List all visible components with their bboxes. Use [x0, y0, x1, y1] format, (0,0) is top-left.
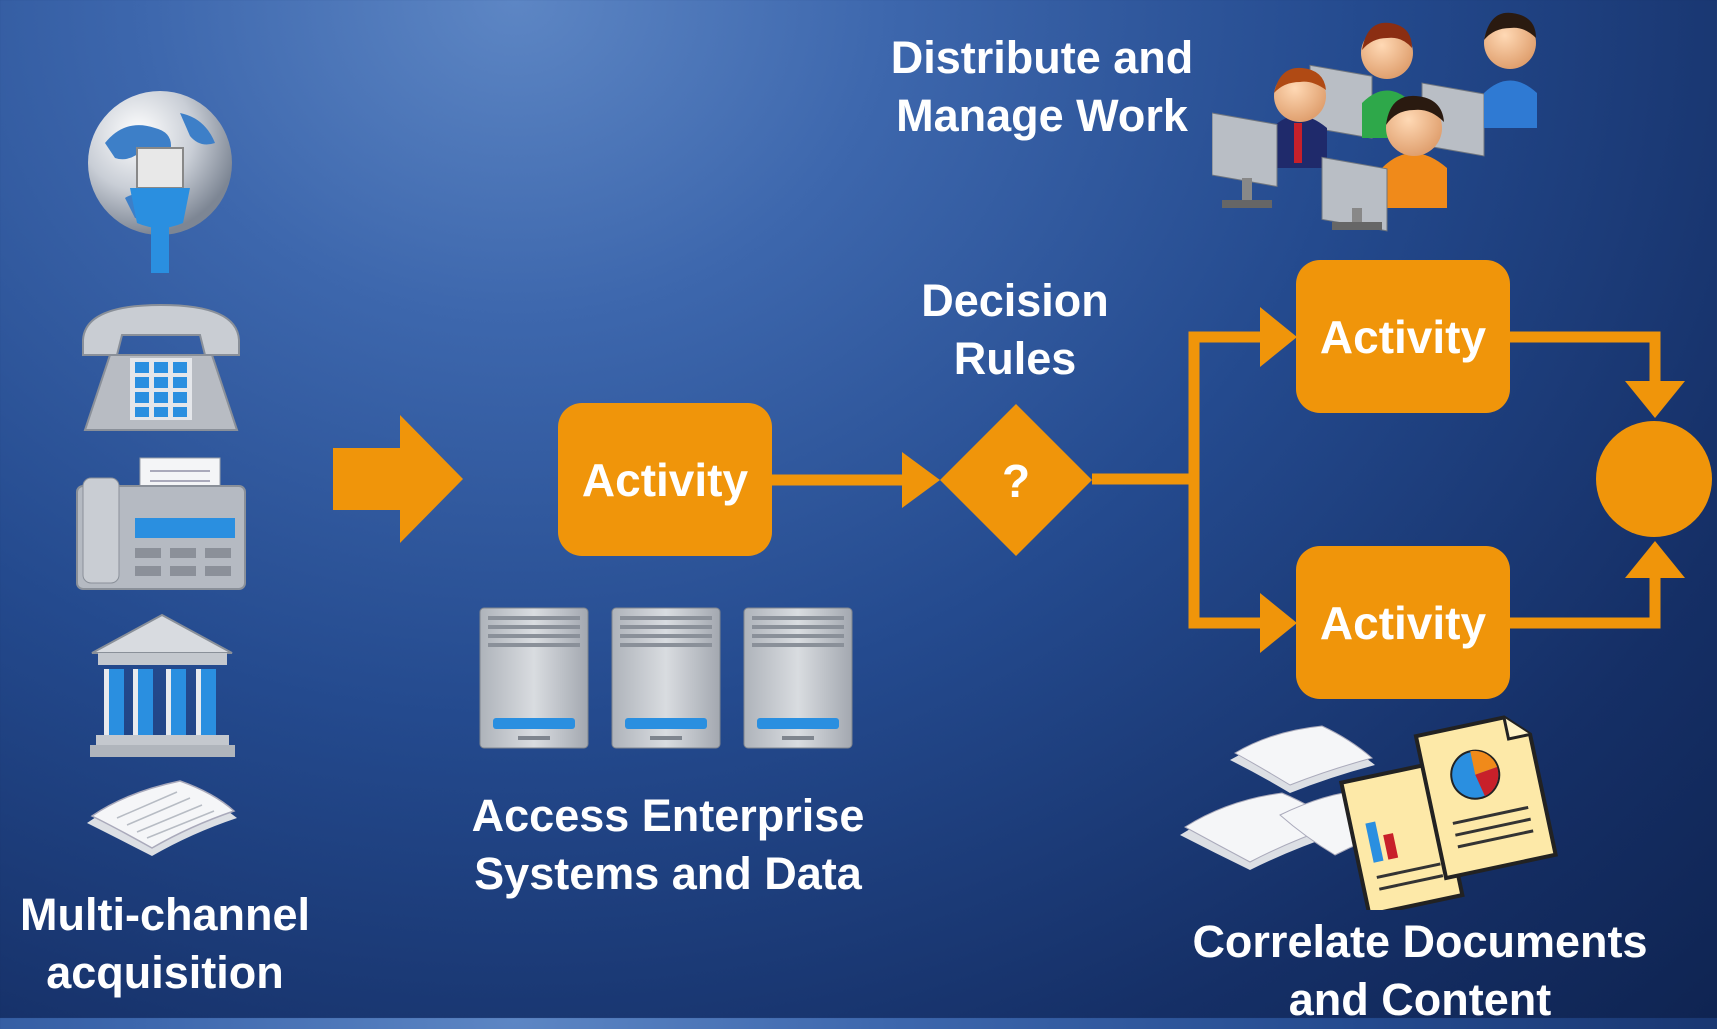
connector-arrowhead-merge-bottom	[1625, 541, 1685, 578]
input-arrow	[333, 415, 463, 543]
documents-chart-icon	[1180, 715, 1559, 910]
bank-icon	[90, 613, 235, 757]
paper-stack-icon	[87, 780, 237, 856]
label-multichannel-line2: acquisition	[46, 947, 284, 998]
connector-split	[1188, 331, 1264, 629]
connector-arrowhead-bottom	[1260, 593, 1297, 653]
label-access-line2: Systems and Data	[474, 848, 862, 899]
activity-bottom: Activity	[1296, 546, 1510, 699]
label-access-line1: Access Enterprise	[471, 790, 865, 841]
connector-top-merge	[1510, 331, 1661, 385]
server-icon	[743, 607, 853, 749]
merge-node	[1596, 421, 1712, 537]
server-icon	[611, 607, 721, 749]
label-distribute: Distribute and Manage Work	[872, 29, 1212, 145]
server-icon	[479, 607, 589, 749]
label-multichannel-line1: Multi-channel	[20, 889, 310, 940]
label-correlate-line1: Correlate Documents	[1192, 916, 1648, 967]
label-decision-line2: Rules	[953, 333, 1077, 384]
label-correlate: Correlate Documents and Content	[1160, 913, 1680, 1029]
decision-diamond	[940, 404, 1092, 556]
activity-main: Activity	[558, 403, 772, 556]
label-correlate-line2: and Content	[1288, 974, 1552, 1025]
label-distribute-line1: Distribute and	[890, 32, 1194, 83]
activity-top: Activity	[1296, 260, 1510, 413]
label-multichannel: Multi-channel acquisition	[0, 886, 330, 1002]
connector-arrowhead-decision	[902, 452, 940, 508]
people-workstations-icon	[1212, 12, 1537, 232]
label-access: Access Enterprise Systems and Data	[438, 787, 898, 903]
decision-symbol: ?	[1002, 455, 1030, 507]
connector-arrowhead-top	[1260, 307, 1297, 367]
telephone-icon	[82, 303, 240, 431]
label-decision-line1: Decision	[921, 275, 1109, 326]
connector-arrowhead-merge-top	[1625, 381, 1685, 418]
label-decision: Decision Rules	[880, 272, 1150, 388]
fax-machine-icon	[76, 457, 246, 590]
connector-bottom-merge	[1510, 575, 1661, 629]
label-distribute-line2: Manage Work	[896, 90, 1188, 141]
globe-network-icon	[88, 91, 232, 273]
